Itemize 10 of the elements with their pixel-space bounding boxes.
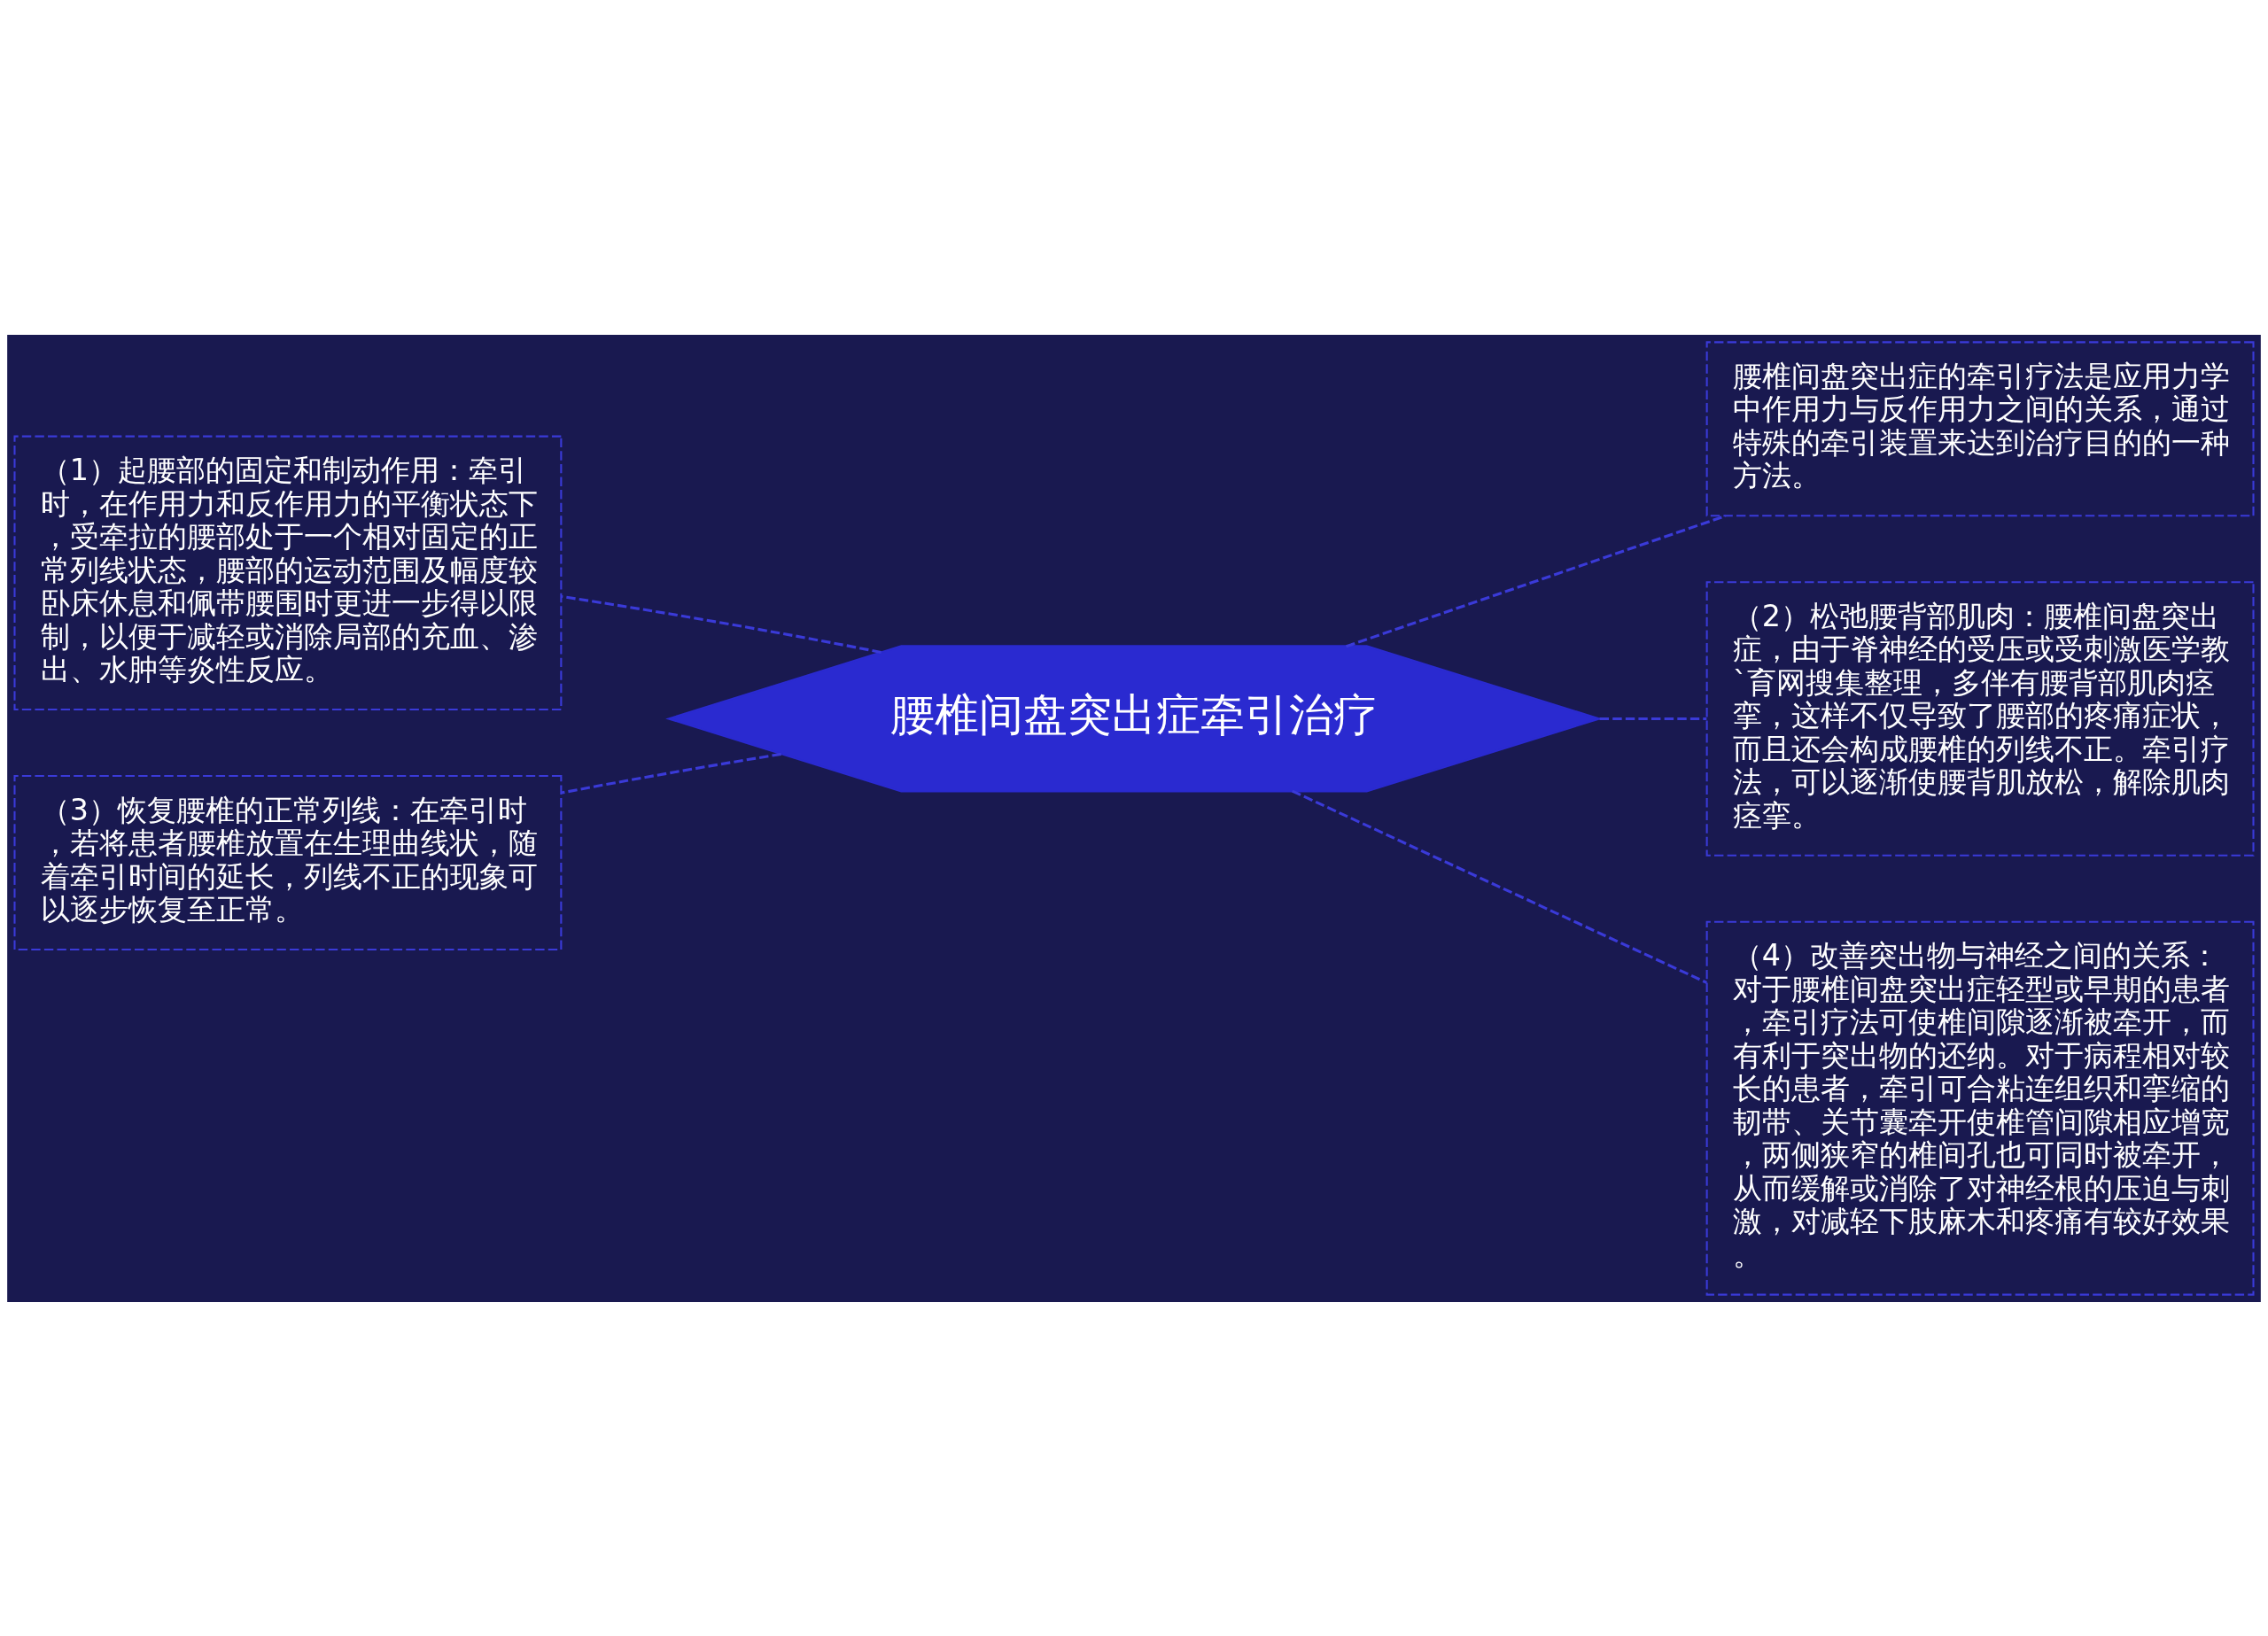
- connector: [561, 752, 781, 795]
- node-box: （1）起腰部的固定和制动作用：牵引时，在作用力和反作用力的平衡状态下，受牵拉的腰部处于一个相对固定的正常列线状态，腰部的运动范围及幅度较卧床休息和佩带腰围时更进一步得以限制，以便于减轻或消除局部的充血、渗出、水肿等炎性反应。: [13, 435, 563, 710]
- connector: [1599, 717, 1707, 720]
- connector: [561, 594, 882, 654]
- node-box: （2）松弛腰背部肌肉：腰椎间盘突出症，由于脊神经的受压或受刺激医学教`育网搜集整理，多伴有腰背部肌肉痉挛，这样不仅导致了腰部的疼痛症状，而且还会构成腰椎的列线不正。牵引疗法，可以逐渐使腰背肌放松，解除肌肉痉挛。: [1705, 580, 2255, 857]
- node-box: （3）恢复腰椎的正常列线：在牵引时，若将患者腰椎放置在生理曲线状，随着牵引时间的延长，列线不正的现象可以逐步恢复至正常。: [13, 774, 563, 950]
- connector: [1292, 789, 1708, 984]
- node-box: 腰椎间盘突出症的牵引疗法是应用力学中作用力与反作用力之间的关系，通过特殊的牵引装置来达到治疗目的的一种方法。: [1705, 340, 2255, 516]
- connector: [1346, 514, 1727, 647]
- node-box: （4）改善突出物与神经之间的关系：对于腰椎间盘突出症轻型或早期的患者，牵引疗法可使椎间隙逐渐被牵开，而有利于突出物的还纳。对于病程相对较长的患者，牵引可合粘连组织和挛缩的韧带、关节囊牵开使椎管间隙相应增宽，两侧狭窄的椎间孔也可同时被牵开，从而缓解或消除了对神经根的压迫与刺激，对减轻下肢麻木和疼痛有较好效果。: [1705, 920, 2255, 1296]
